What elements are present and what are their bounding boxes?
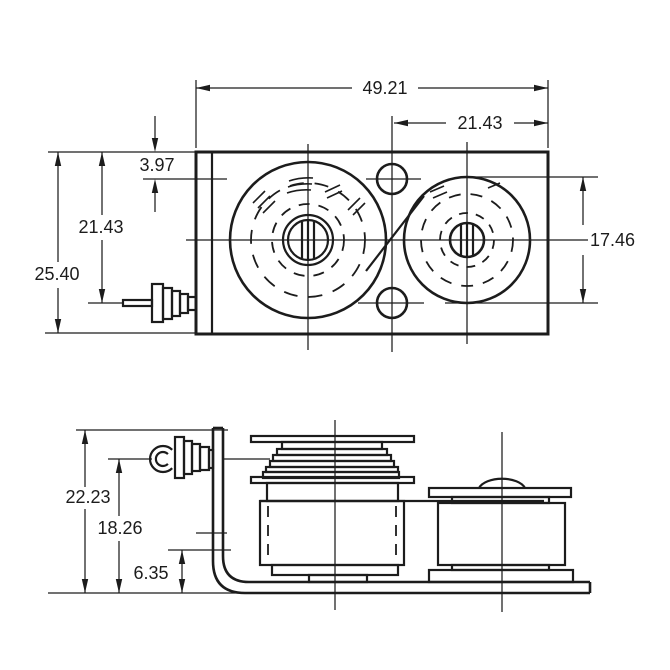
- mounting-hole-bottom: [375, 286, 409, 320]
- connector-pin: [121, 298, 154, 308]
- dim-label-connector-axis-height: 18.26: [97, 518, 142, 538]
- dim-label-overall-width: 49.21: [362, 78, 407, 98]
- dim-label-base-height: 6.35: [133, 563, 168, 583]
- right-reel-dome: [478, 477, 526, 489]
- dim-edge-to-hole: 3.97: [48, 116, 196, 212]
- dim-label-reel-diameter: 17.46: [590, 230, 635, 250]
- dim-overall-width: 49.21: [195, 78, 549, 148]
- mounting-plate-outline: [194, 150, 550, 336]
- right-reel-inner-dashed: [439, 212, 495, 268]
- left-hub-slot: [300, 220, 316, 260]
- right-hub-slot: [459, 223, 475, 257]
- left-reel-tape-dashed: [250, 182, 366, 298]
- right-reel-texture: [429, 182, 501, 199]
- dim-label-hole-span: 21.43: [457, 113, 502, 133]
- dim-connector-axis-height: 18.26: [97, 459, 143, 593]
- left-reel-texture: [252, 177, 366, 216]
- right-reel-tape-dashed: [420, 193, 514, 287]
- connector-hook-outer: [148, 444, 173, 474]
- right-reel-top-flange: [427, 486, 573, 499]
- dim-base-height: 6.35: [133, 549, 231, 593]
- left-reel-stepped-cone: [261, 440, 401, 480]
- l-bracket: [196, 426, 592, 595]
- left-reel-body: [258, 499, 406, 567]
- connector-plug-top: [88, 282, 198, 324]
- top-plan-view: 49.21 21.43 3.97 21.43: [34, 78, 635, 352]
- dim-label-overall-height: 25.40: [34, 264, 79, 284]
- side-elevation-view: 22.23 18.26 6.35: [48, 420, 592, 612]
- left-reel-inner-dashed: [271, 203, 345, 277]
- mounting-hole-top: [375, 162, 409, 196]
- dim-reel-diameter: 17.46: [445, 176, 635, 304]
- dim-side-overall-height: 22.23: [48, 429, 244, 594]
- dim-label-edge-to-hole: 3.97: [139, 155, 174, 175]
- connector-plug-side: [108, 435, 270, 480]
- left-reel-foot: [307, 573, 369, 584]
- dim-edge-to-axis: 21.43: [78, 152, 124, 303]
- left-hub-outer: [281, 213, 335, 267]
- dim-label-side-overall-height: 22.23: [65, 487, 110, 507]
- right-reel-side: [427, 477, 575, 584]
- dim-label-edge-to-axis: 21.43: [78, 217, 123, 237]
- connector-hook-inner: [154, 450, 169, 468]
- left-reel-upper-body: [265, 481, 400, 503]
- left-reel-top: [228, 160, 388, 320]
- right-reel-bottom-flange: [427, 568, 575, 584]
- dim-hole-span: 21.43: [394, 113, 548, 133]
- left-reel-side: [249, 434, 416, 584]
- tape-path-line: [365, 195, 425, 272]
- left-reel-rim: [228, 160, 388, 320]
- dim-overall-height: 25.40: [34, 152, 196, 334]
